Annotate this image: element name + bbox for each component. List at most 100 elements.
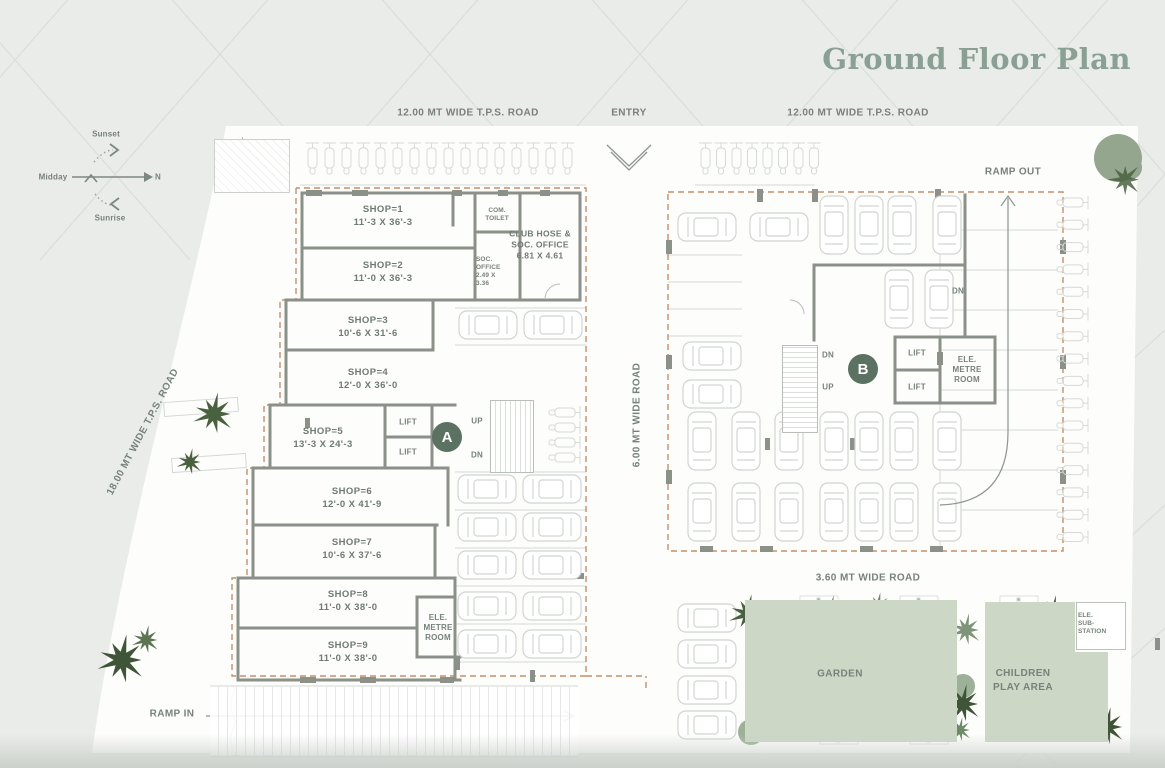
compass-sunset-label: Sunset — [92, 129, 120, 139]
car-icon — [924, 269, 954, 329]
road-label-middle: 6.00 MT WIDE ROAD — [631, 362, 643, 468]
scooter-icon — [792, 142, 805, 175]
tree-icon — [951, 674, 975, 698]
tree-icon — [176, 448, 201, 475]
ramp-in-label: RAMP IN — [149, 708, 195, 720]
page-title: Ground Floor Plan — [822, 42, 1131, 76]
tree-icon — [950, 613, 979, 645]
building-walls — [236, 191, 997, 682]
scooter-icon — [527, 142, 540, 175]
scooter-icon — [510, 142, 523, 175]
car-icon — [819, 482, 849, 542]
tree-icon — [1094, 134, 1142, 196]
scooter-icon — [1056, 262, 1089, 276]
ramp-out-label: RAMP OUT — [984, 166, 1042, 178]
garden-area — [745, 600, 957, 742]
car-icon — [457, 512, 517, 542]
car-icon — [774, 482, 804, 542]
scooter-icon — [493, 142, 506, 175]
scooter-icon — [745, 142, 759, 175]
scooter-icon — [374, 142, 387, 175]
scooter-icon — [1056, 352, 1089, 366]
plot-boundary-dashed — [231, 187, 1064, 688]
building-b-badge: B — [848, 354, 878, 384]
scooter-icon — [544, 142, 557, 175]
car-icon — [687, 482, 717, 542]
car-icon — [522, 629, 582, 659]
staircase-a — [490, 400, 534, 473]
dn-b2-label: DN — [952, 286, 964, 296]
scooter-icon — [714, 142, 728, 175]
scooter-icon — [1056, 307, 1089, 321]
scooter-icon — [1056, 485, 1089, 499]
car-icon — [854, 482, 884, 542]
garden-label: GARDEN — [817, 668, 863, 680]
scooter-icon — [1056, 419, 1089, 432]
lift-a1-label: LIFT — [399, 417, 417, 427]
car-icon — [457, 591, 517, 621]
car-icon — [819, 411, 849, 471]
car-icon — [457, 474, 517, 504]
ele-metre-room-a-label: ELE. METRE ROOM — [423, 613, 453, 642]
dn-a-label: DN — [471, 450, 483, 460]
scooter-icon — [548, 406, 581, 419]
compass-midday-label: Midday — [38, 172, 68, 182]
scooter-icon — [548, 451, 581, 464]
road-label-top-left: 12.00 MT WIDE T.P.S. ROAD — [397, 107, 539, 119]
scooter-icon — [323, 142, 336, 175]
ramp-out-arrow-icon — [939, 194, 1016, 506]
lift-b2-label: LIFT — [908, 382, 926, 392]
scooter-icon — [408, 142, 421, 175]
scooter-icon — [699, 142, 712, 175]
car-icon — [884, 269, 914, 329]
scooter-icon — [1056, 374, 1089, 388]
scooter-icon — [1056, 508, 1089, 522]
scooter-icon — [807, 142, 821, 175]
car-icon — [687, 411, 717, 471]
car-icon — [682, 341, 742, 371]
scooter-icon — [459, 142, 472, 175]
com-toilet-label: COM. TOILET — [485, 207, 509, 222]
scooter-icon — [1056, 240, 1089, 254]
parked-vehicles — [306, 142, 1089, 740]
car-icon — [932, 195, 962, 255]
children-play-area-label: CHILDREN PLAY AREA — [993, 668, 1053, 693]
entry-arrow-icon — [606, 144, 652, 171]
tree-icon — [131, 625, 158, 653]
up-b-label: UP — [822, 382, 834, 392]
site-plot — [92, 126, 1138, 753]
substation-label: ELE. SUB-STATION — [1078, 612, 1107, 635]
lift-b1-label: LIFT — [908, 348, 926, 358]
substation-box — [1076, 602, 1126, 650]
dn-b-label: DN — [822, 350, 834, 360]
children-play-area-zone — [985, 602, 1075, 742]
car-icon — [677, 639, 737, 669]
car-icon — [522, 550, 582, 580]
road-label-bottom: 3.60 MT WIDE ROAD — [815, 572, 921, 584]
corner-planter — [214, 139, 290, 193]
car-icon — [522, 474, 582, 504]
up-a-label: UP — [471, 416, 483, 426]
scooter-icon — [1056, 463, 1089, 477]
car-icon — [522, 512, 582, 542]
scooter-icon — [1056, 396, 1089, 410]
car-icon — [819, 195, 849, 255]
scooter-icon — [730, 142, 743, 175]
car-icon — [682, 379, 742, 409]
scooter-icon — [476, 142, 489, 175]
car-icon — [854, 411, 884, 471]
tree-icon — [97, 634, 142, 683]
scooter-icon — [1056, 530, 1089, 544]
scooter-icon — [1056, 218, 1089, 232]
car-icon — [889, 482, 919, 542]
scooter-icon — [1056, 285, 1089, 299]
scooter-icon — [357, 142, 370, 175]
